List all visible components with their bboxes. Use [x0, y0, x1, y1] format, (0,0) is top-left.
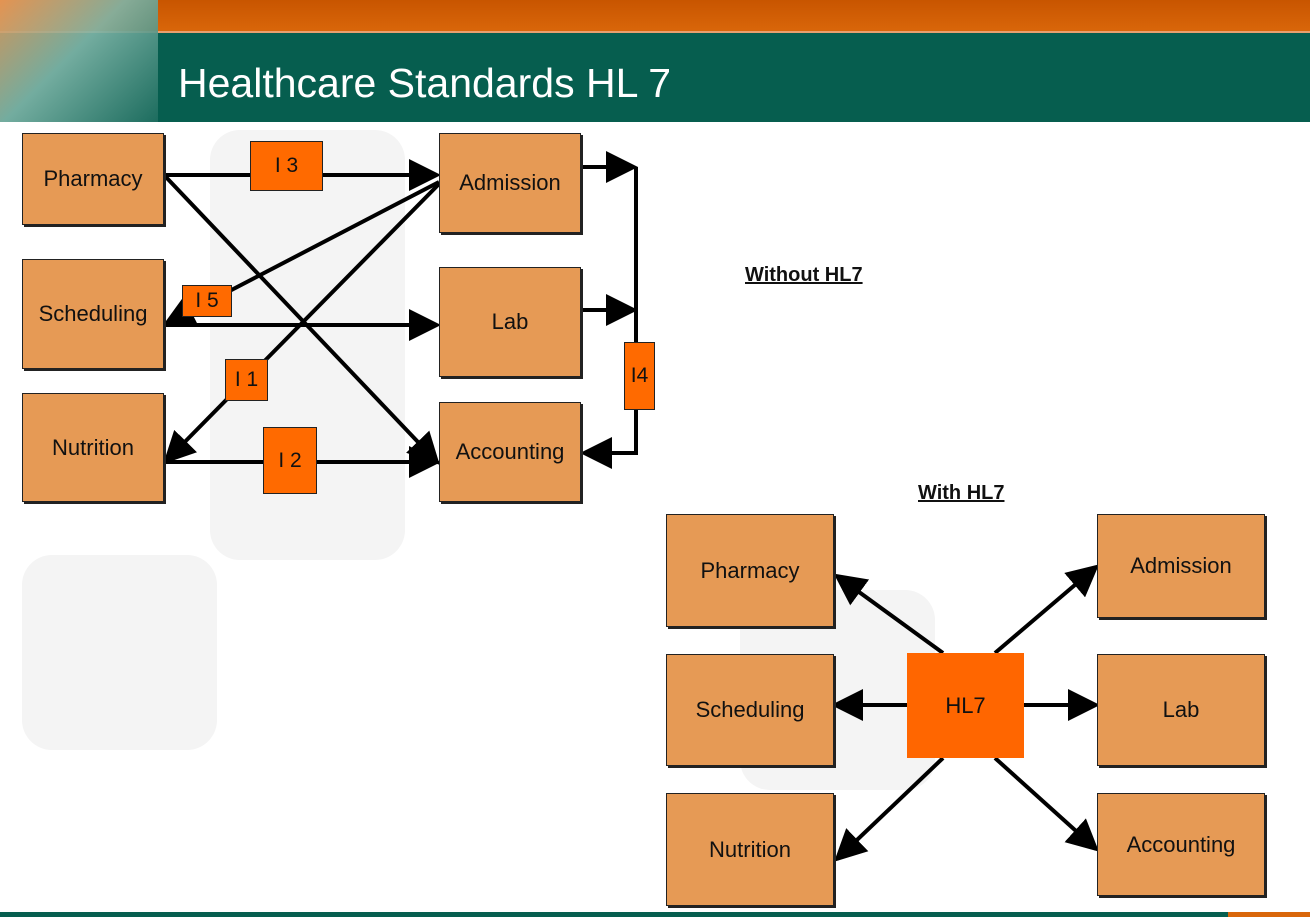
system-accounting: Accounting	[439, 402, 581, 502]
without-hl7-heading: Without HL7	[745, 264, 863, 286]
with-hl7-heading: With HL7	[918, 482, 1005, 504]
system-lab: Lab	[439, 267, 581, 377]
slide-title: Healthcare Standards HL 7	[178, 60, 672, 106]
header-accent-bar	[0, 0, 1310, 33]
hl7-system-admission: Admission	[1097, 514, 1265, 618]
header-photo	[0, 0, 158, 122]
hl7-system-scheduling: Scheduling	[666, 654, 834, 766]
system-nutrition: Nutrition	[22, 393, 164, 502]
interface-label: I 2	[263, 427, 317, 494]
interface-label: I 3	[250, 141, 323, 191]
interface-label: I4	[624, 342, 655, 410]
background-shape	[22, 555, 217, 750]
hl7-system-nutrition: Nutrition	[666, 793, 834, 906]
interface-label: I 1	[225, 359, 268, 401]
system-pharmacy: Pharmacy	[22, 133, 164, 225]
interface-label: I 5	[182, 285, 232, 317]
footer-bar	[0, 912, 1310, 917]
hl7-hub: HL7	[907, 653, 1024, 758]
hl7-system-accounting: Accounting	[1097, 793, 1265, 896]
system-scheduling: Scheduling	[22, 259, 164, 369]
hl7-system-pharmacy: Pharmacy	[666, 514, 834, 627]
system-admission: Admission	[439, 133, 581, 233]
hl7-system-lab: Lab	[1097, 654, 1265, 766]
footer-accent	[1228, 912, 1310, 917]
header-bar	[0, 33, 1310, 122]
